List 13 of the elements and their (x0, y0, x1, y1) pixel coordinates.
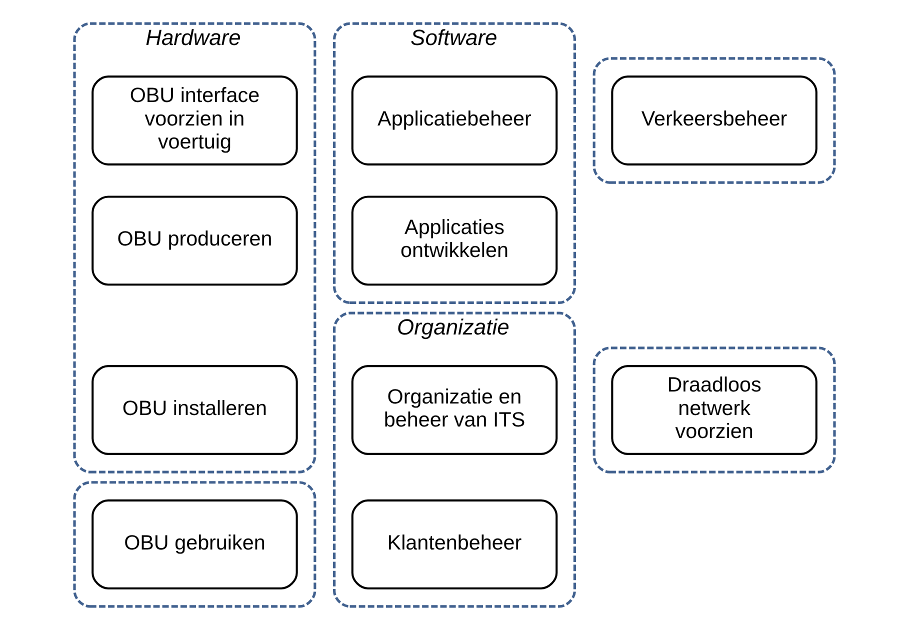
node-box: OBU produceren (92, 196, 298, 286)
node-box: Organizatie en beheer van ITS (351, 365, 558, 455)
node-box: Verkeersbeheer (611, 76, 818, 166)
node-box: Applicatiebeheer (351, 76, 558, 166)
node-box: OBU installeren (92, 365, 298, 455)
node-box: Klantenbeheer (351, 499, 558, 590)
node-box: OBU gebruiken (92, 499, 298, 590)
node-box: OBU interface voorzien in voertuig (92, 76, 298, 166)
node-box: Applicaties ontwikkelen (351, 196, 558, 286)
cluster (592, 57, 836, 184)
node-box: Draadloos netwerk voorzien (611, 365, 818, 455)
cluster (73, 481, 316, 608)
cluster (592, 346, 836, 474)
